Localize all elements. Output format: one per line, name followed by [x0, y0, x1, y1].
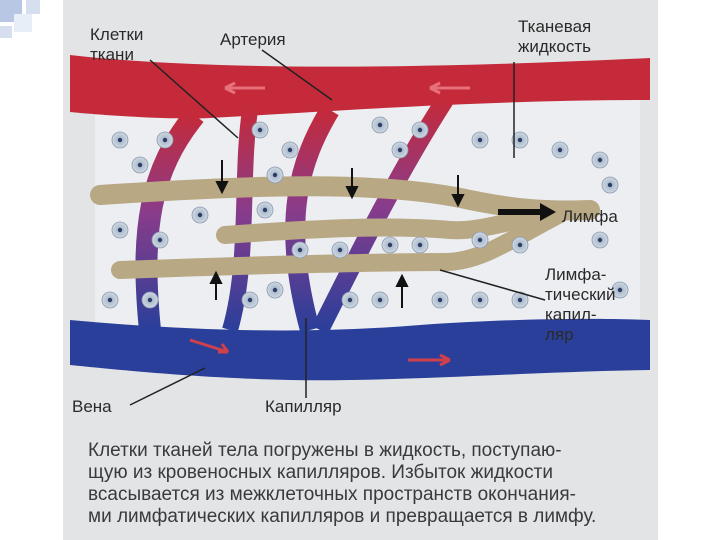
tissue-cell-nucleus: [273, 173, 277, 177]
tissue-cell-nucleus: [608, 183, 612, 187]
caption-line: Клетки тканей тела погружены в жидкость,…: [88, 440, 648, 462]
tissue-cell-nucleus: [338, 248, 342, 252]
tissue-cell-nucleus: [298, 248, 302, 252]
tissue-cell-nucleus: [518, 138, 522, 142]
label-lymph-capillary-line: Лимфа-: [545, 265, 606, 284]
tissue-cell-nucleus: [118, 228, 122, 232]
tissue-cell-nucleus: [478, 298, 482, 302]
tissue-cell-nucleus: [438, 298, 442, 302]
label-lymph: Лимфа: [562, 207, 618, 226]
tissue-cell-nucleus: [518, 243, 522, 247]
label-tissue-cells-line: Клетки: [90, 25, 143, 44]
tissue-cell-nucleus: [258, 128, 262, 132]
label-tissue-fluid-line: жидкость: [518, 37, 591, 56]
tissue-cell-nucleus: [118, 138, 122, 142]
label-lymph-capillary-line: капил-: [545, 305, 597, 324]
label-lymph-capillary-line: ляр: [545, 325, 574, 344]
tissue-cell-nucleus: [418, 243, 422, 247]
tissue-cell-nucleus: [198, 213, 202, 217]
caption: Клетки тканей тела погружены в жидкость,…: [88, 440, 648, 528]
tissue-cell-nucleus: [598, 158, 602, 162]
tissue-cell-nucleus: [558, 148, 562, 152]
caption-line: щую из кровеносных капилляров. Избыток ж…: [88, 462, 648, 484]
label-tissue-cells-line: ткани: [90, 45, 134, 64]
caption-line: всасывается из межклеточных пространств …: [88, 484, 648, 506]
tissue-cell-nucleus: [148, 298, 152, 302]
tissue-cell-nucleus: [288, 148, 292, 152]
tissue-cell-nucleus: [618, 288, 622, 292]
tissue-cell-nucleus: [248, 298, 252, 302]
tissue-cell-nucleus: [158, 238, 162, 242]
label-capillary: Капилляр: [265, 397, 342, 416]
tissue-cell-nucleus: [378, 123, 382, 127]
tissue-cell-nucleus: [163, 138, 167, 142]
tissue-cell-nucleus: [138, 163, 142, 167]
tissue-cell-nucleus: [518, 298, 522, 302]
tissue-cell-nucleus: [388, 243, 392, 247]
tissue-cell-nucleus: [478, 138, 482, 142]
tissue-cell-nucleus: [598, 238, 602, 242]
tissue-cell-nucleus: [348, 298, 352, 302]
label-artery: Артерия: [220, 30, 286, 49]
tissue-cell-nucleus: [273, 288, 277, 292]
label-vein: Вена: [72, 397, 112, 416]
tissue-cell-nucleus: [418, 128, 422, 132]
tissue-cell-nucleus: [378, 298, 382, 302]
tissue-cell-nucleus: [478, 238, 482, 242]
label-lymph-capillary-line: тический: [545, 285, 616, 304]
label-tissue-fluid-line: Тканевая: [518, 17, 591, 36]
tissue-cell-nucleus: [398, 148, 402, 152]
tissue-cell-nucleus: [263, 208, 267, 212]
caption-line: ми лимфатических капилляров и превращает…: [88, 506, 648, 528]
tissue-cell-nucleus: [108, 298, 112, 302]
